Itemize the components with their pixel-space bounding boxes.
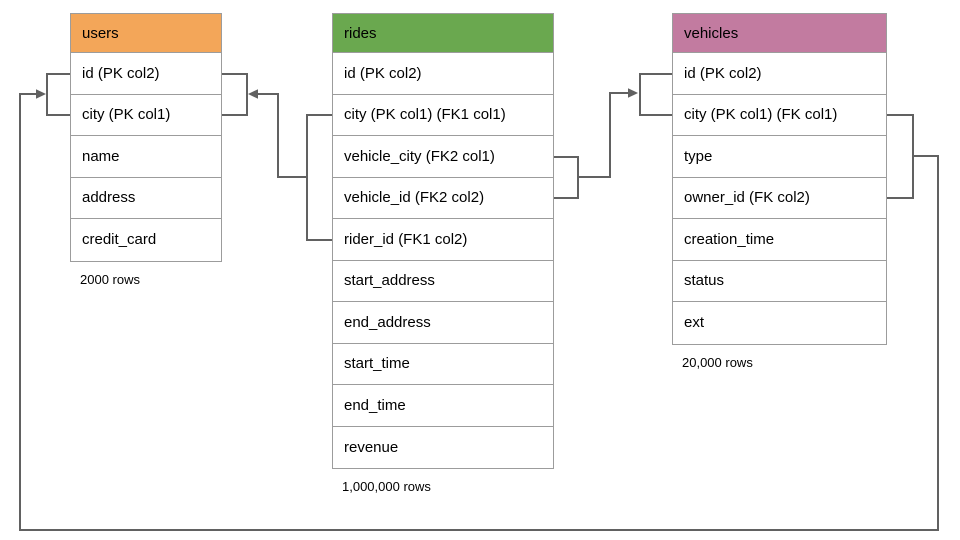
- table-rides-header: rides: [333, 14, 553, 53]
- column-label: id (PK col2): [684, 64, 762, 82]
- table-row: start_time: [333, 343, 553, 385]
- fk2-arrowhead: [628, 88, 638, 98]
- fk1-connector-rides-to-users: [257, 93, 307, 178]
- table-users-box: users id (PK col2) city (PK col1) name a…: [70, 13, 222, 262]
- table-rides-box: rides id (PK col2) city (PK col1) (FK1 c…: [332, 13, 554, 469]
- table-row: creation_time: [673, 219, 886, 261]
- column-label: owner_id (FK col2): [684, 189, 810, 207]
- users-pk-bracket-right: [222, 73, 248, 116]
- vehicles-pk-bracket: [639, 73, 672, 116]
- table-row: ext: [673, 302, 886, 344]
- column-label: name: [82, 147, 120, 165]
- column-label: status: [684, 272, 725, 290]
- table-title: users: [82, 24, 119, 42]
- column-label: ext: [684, 314, 705, 332]
- table-row: address: [71, 177, 221, 219]
- table-users: users id (PK col2) city (PK col1) name a…: [70, 13, 222, 287]
- table-row: end_time: [333, 385, 553, 427]
- table-row: city (PK col1) (FK1 col1): [333, 94, 553, 136]
- column-label: id (PK col2): [344, 64, 422, 82]
- table-rides: rides id (PK col2) city (PK col1) (FK1 c…: [332, 13, 554, 494]
- column-label: type: [684, 147, 713, 165]
- table-row: id (PK col2): [333, 53, 553, 95]
- column-label: city (PK col1) (FK col1): [684, 106, 838, 124]
- column-label: end_address: [344, 313, 431, 331]
- column-label: start_address: [344, 272, 435, 290]
- table-row: owner_id (FK col2): [673, 177, 886, 219]
- column-label: revenue: [344, 438, 399, 456]
- fk1-arrowhead: [248, 89, 258, 99]
- table-row: city (PK col1): [71, 94, 221, 136]
- table-title: rides: [344, 24, 377, 42]
- table-row: name: [71, 136, 221, 178]
- table-row: vehicle_id (FK2 col2): [333, 177, 553, 219]
- table-row: id (PK col2): [673, 53, 886, 95]
- column-label: id (PK col2): [82, 64, 160, 82]
- rides-fk1-bracket: [306, 114, 332, 241]
- table-row: start_address: [333, 260, 553, 302]
- vehicles-fk-bracket: [887, 114, 914, 199]
- table-row: status: [673, 260, 886, 302]
- table-row: vehicle_city (FK2 col1): [333, 136, 553, 178]
- column-label: city (PK col1): [82, 106, 171, 124]
- rides-fk2-bracket: [554, 156, 579, 199]
- row-count-label: 20,000 rows: [682, 354, 753, 370]
- fk-arrowhead: [36, 89, 46, 99]
- row-count-label: 1,000,000 rows: [342, 479, 431, 494]
- column-label: address: [82, 189, 136, 207]
- column-label: credit_card: [82, 231, 157, 249]
- column-label: vehicle_id (FK2 col2): [344, 189, 485, 207]
- column-label: rider_id (FK1 col2): [344, 230, 468, 248]
- column-label: end_time: [344, 396, 406, 414]
- table-title: vehicles: [684, 24, 739, 42]
- table-vehicles-box: vehicles id (PK col2) city (PK col1) (FK…: [672, 13, 887, 345]
- column-label: vehicle_city (FK2 col1): [344, 147, 495, 165]
- column-label: creation_time: [684, 230, 775, 248]
- table-row: city (PK col1) (FK col1): [673, 94, 886, 136]
- table-row: credit_card: [71, 219, 221, 261]
- table-row: rider_id (FK1 col2): [333, 219, 553, 261]
- row-count-label: 2000 rows: [80, 271, 140, 287]
- table-vehicles-header: vehicles: [673, 14, 886, 53]
- table-row: type: [673, 136, 886, 178]
- table-users-header: users: [71, 14, 221, 53]
- table-vehicles: vehicles id (PK col2) city (PK col1) (FK…: [672, 13, 887, 370]
- column-label: start_time: [344, 355, 410, 373]
- table-row: end_address: [333, 302, 553, 344]
- table-row: revenue: [333, 426, 553, 468]
- table-row: id (PK col2): [71, 53, 221, 95]
- column-label: city (PK col1) (FK1 col1): [344, 106, 506, 124]
- users-pk-bracket-left: [46, 73, 70, 116]
- fk2-connector-rides-to-vehicles: [578, 92, 629, 178]
